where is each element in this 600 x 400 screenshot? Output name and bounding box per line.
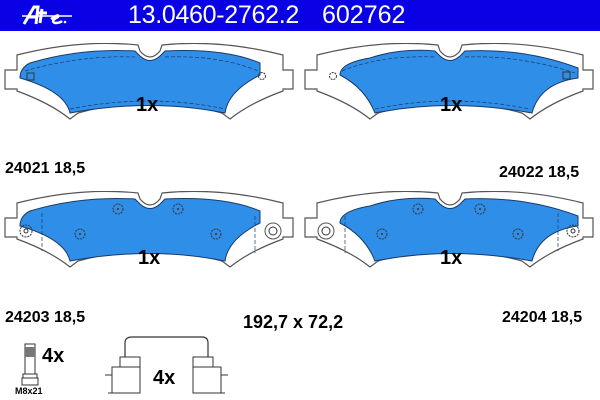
pad-quantity: 1x [440, 247, 463, 269]
brake-pad-drawing-icon [4, 43, 294, 120]
bolt-size: M8x21 [15, 386, 43, 396]
pad-code-bottom-right: 24204 18,5 [502, 309, 583, 326]
brake-pad-bottom-left: 1x [0, 191, 300, 306]
brake-pad-drawing-icon [4, 191, 294, 268]
brake-pad-drawing-icon [304, 43, 594, 120]
part-number: 13.0460-2762.2 [128, 1, 299, 29]
short-number: 602762 [322, 1, 406, 29]
pad-quantity: 1x [138, 247, 161, 269]
pad-code-top-right: 24022 18,5 [499, 164, 580, 181]
bolt-icon [21, 343, 39, 386]
clip-quantity: 4x [153, 367, 176, 389]
ate-logo-icon [22, 5, 72, 25]
brake-pad-top-left: 1x [0, 43, 300, 158]
pad-code-bottom-left: 24203 18,5 [5, 309, 86, 326]
brake-pad-bottom-right: 1x [300, 191, 600, 306]
pad-code-top-left: 24021 18,5 [5, 160, 86, 177]
brake-pad-drawing-icon [304, 191, 594, 268]
pad-quantity: 1x [440, 94, 463, 116]
bolt-quantity: 4x [42, 345, 65, 367]
retaining-clip-icon [105, 336, 228, 394]
brake-pad-top-right: 1x [300, 43, 600, 158]
pad-quantity: 1x [136, 94, 159, 116]
pad-dimensions: 192,7 x 72,2 [243, 312, 344, 332]
header-bar: 13.0460-2762.2 602762 [0, 0, 600, 31]
